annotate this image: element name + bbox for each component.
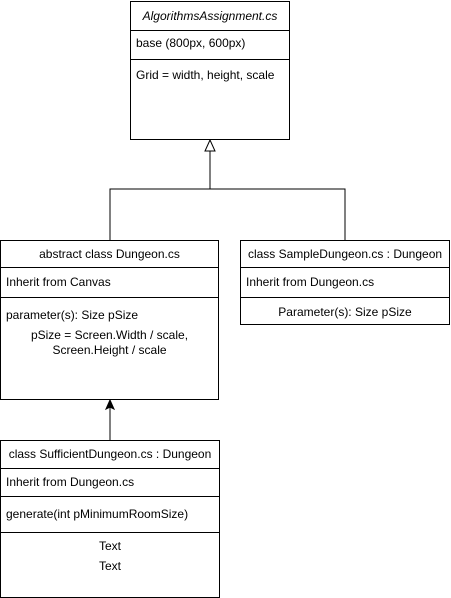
class-section: Grid = width, height, scale — [131, 59, 289, 139]
inheritance-connector-dungeon — [109, 151, 211, 240]
class-box-sufficient-dungeon[interactable]: class SufficientDungeon.cs : Dungeon Inh… — [0, 440, 220, 598]
class-header: abstract class Dungeon.cs — [1, 241, 218, 267]
inheritance-connector-sample — [210, 188, 346, 240]
class-attribute: base (800px, 600px) — [136, 36, 246, 50]
class-title: class SampleDungeon.cs : Dungeon — [247, 247, 443, 261]
class-section: Text Text — [1, 532, 219, 597]
class-text: Text — [98, 559, 121, 573]
class-box-dungeon[interactable]: abstract class Dungeon.cs Inherit from C… — [0, 240, 219, 400]
class-section: Parameter(s): Size pSize — [241, 297, 449, 324]
class-method-detail: pSize = Screen.Width / scale, — [30, 328, 189, 342]
class-header: class SampleDungeon.cs : Dungeon — [241, 241, 449, 267]
class-text: Text — [98, 539, 121, 553]
class-title: class SufficientDungeon.cs : Dungeon — [8, 447, 212, 461]
class-method-detail: Screen.Height / scale — [52, 343, 167, 357]
class-method: parameter(s): Size pSize — [6, 308, 139, 322]
class-method: generate(int pMinimumRoomSize) — [6, 507, 189, 521]
class-box-sample-dungeon[interactable]: class SampleDungeon.cs : Dungeon Inherit… — [240, 240, 450, 325]
class-section: Inherit from Canvas — [1, 267, 218, 297]
class-header: class SufficientDungeon.cs : Dungeon — [1, 441, 219, 468]
class-attribute: Inherit from Dungeon.cs — [6, 475, 135, 489]
inheritance-arrowhead — [204, 138, 216, 152]
class-section: Inherit from Dungeon.cs — [1, 468, 219, 496]
class-method: Parameter(s): Size pSize — [278, 305, 412, 319]
class-section: parameter(s): Size pSize pSize = Screen.… — [1, 297, 218, 399]
class-section: base (800px, 600px) — [131, 30, 289, 56]
class-section: Inherit from Dungeon.cs — [241, 267, 449, 297]
class-attribute: Inherit from Canvas — [6, 275, 111, 289]
association-arrowhead — [104, 398, 116, 411]
class-header: AlgorithmsAssignment.cs — [131, 2, 289, 30]
class-section: generate(int pMinimumRoomSize) — [1, 496, 219, 532]
class-title: AlgorithmsAssignment.cs — [142, 9, 278, 23]
class-box-algorithms-assignment[interactable]: AlgorithmsAssignment.cs base (800px, 600… — [130, 1, 290, 140]
class-attribute: Inherit from Dungeon.cs — [246, 275, 375, 289]
class-title: abstract class Dungeon.cs — [39, 247, 180, 261]
class-attribute: Grid = width, height, scale — [136, 68, 275, 82]
